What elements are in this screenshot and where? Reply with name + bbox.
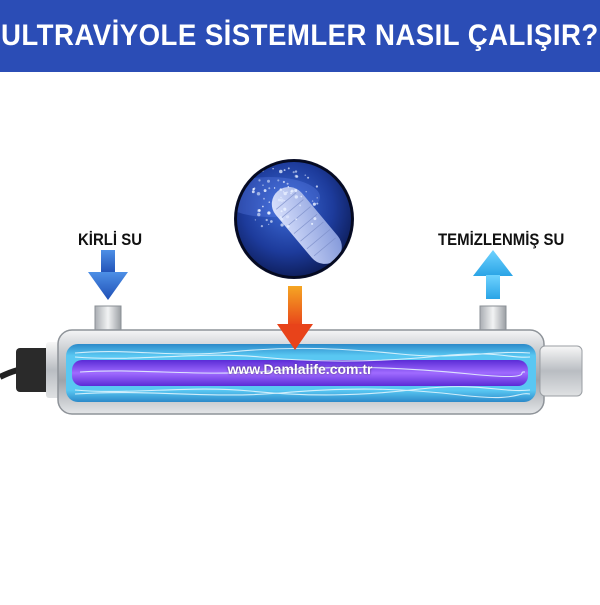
uv-arrow-icon	[277, 286, 313, 350]
title-banner: ULTRAVİYOLE SİSTEMLER NASIL ÇALIŞIR?	[0, 0, 600, 72]
uv-lamp	[72, 360, 528, 386]
water-flow-lines	[74, 347, 531, 399]
outlet-label: TEMİZLENMİŞ SU	[438, 230, 565, 249]
left-end-cap	[16, 348, 52, 392]
uv-diagram: KİRLİ SU TEMİZLENMİŞ SU www.Damlalife.co…	[0, 72, 600, 600]
right-end-cap	[539, 345, 583, 397]
inlet-label: KİRLİ SU	[78, 230, 143, 249]
watermark-text: www.Damlalife.com.tr	[227, 361, 373, 377]
page-title: ULTRAVİYOLE SİSTEMLER NASIL ÇALIŞIR?	[1, 19, 599, 52]
up-arrow-icon	[473, 250, 513, 299]
down-arrow-icon	[88, 250, 128, 300]
uv-system-illustration	[0, 159, 583, 415]
bacteria-magnifier-icon	[234, 159, 354, 279]
